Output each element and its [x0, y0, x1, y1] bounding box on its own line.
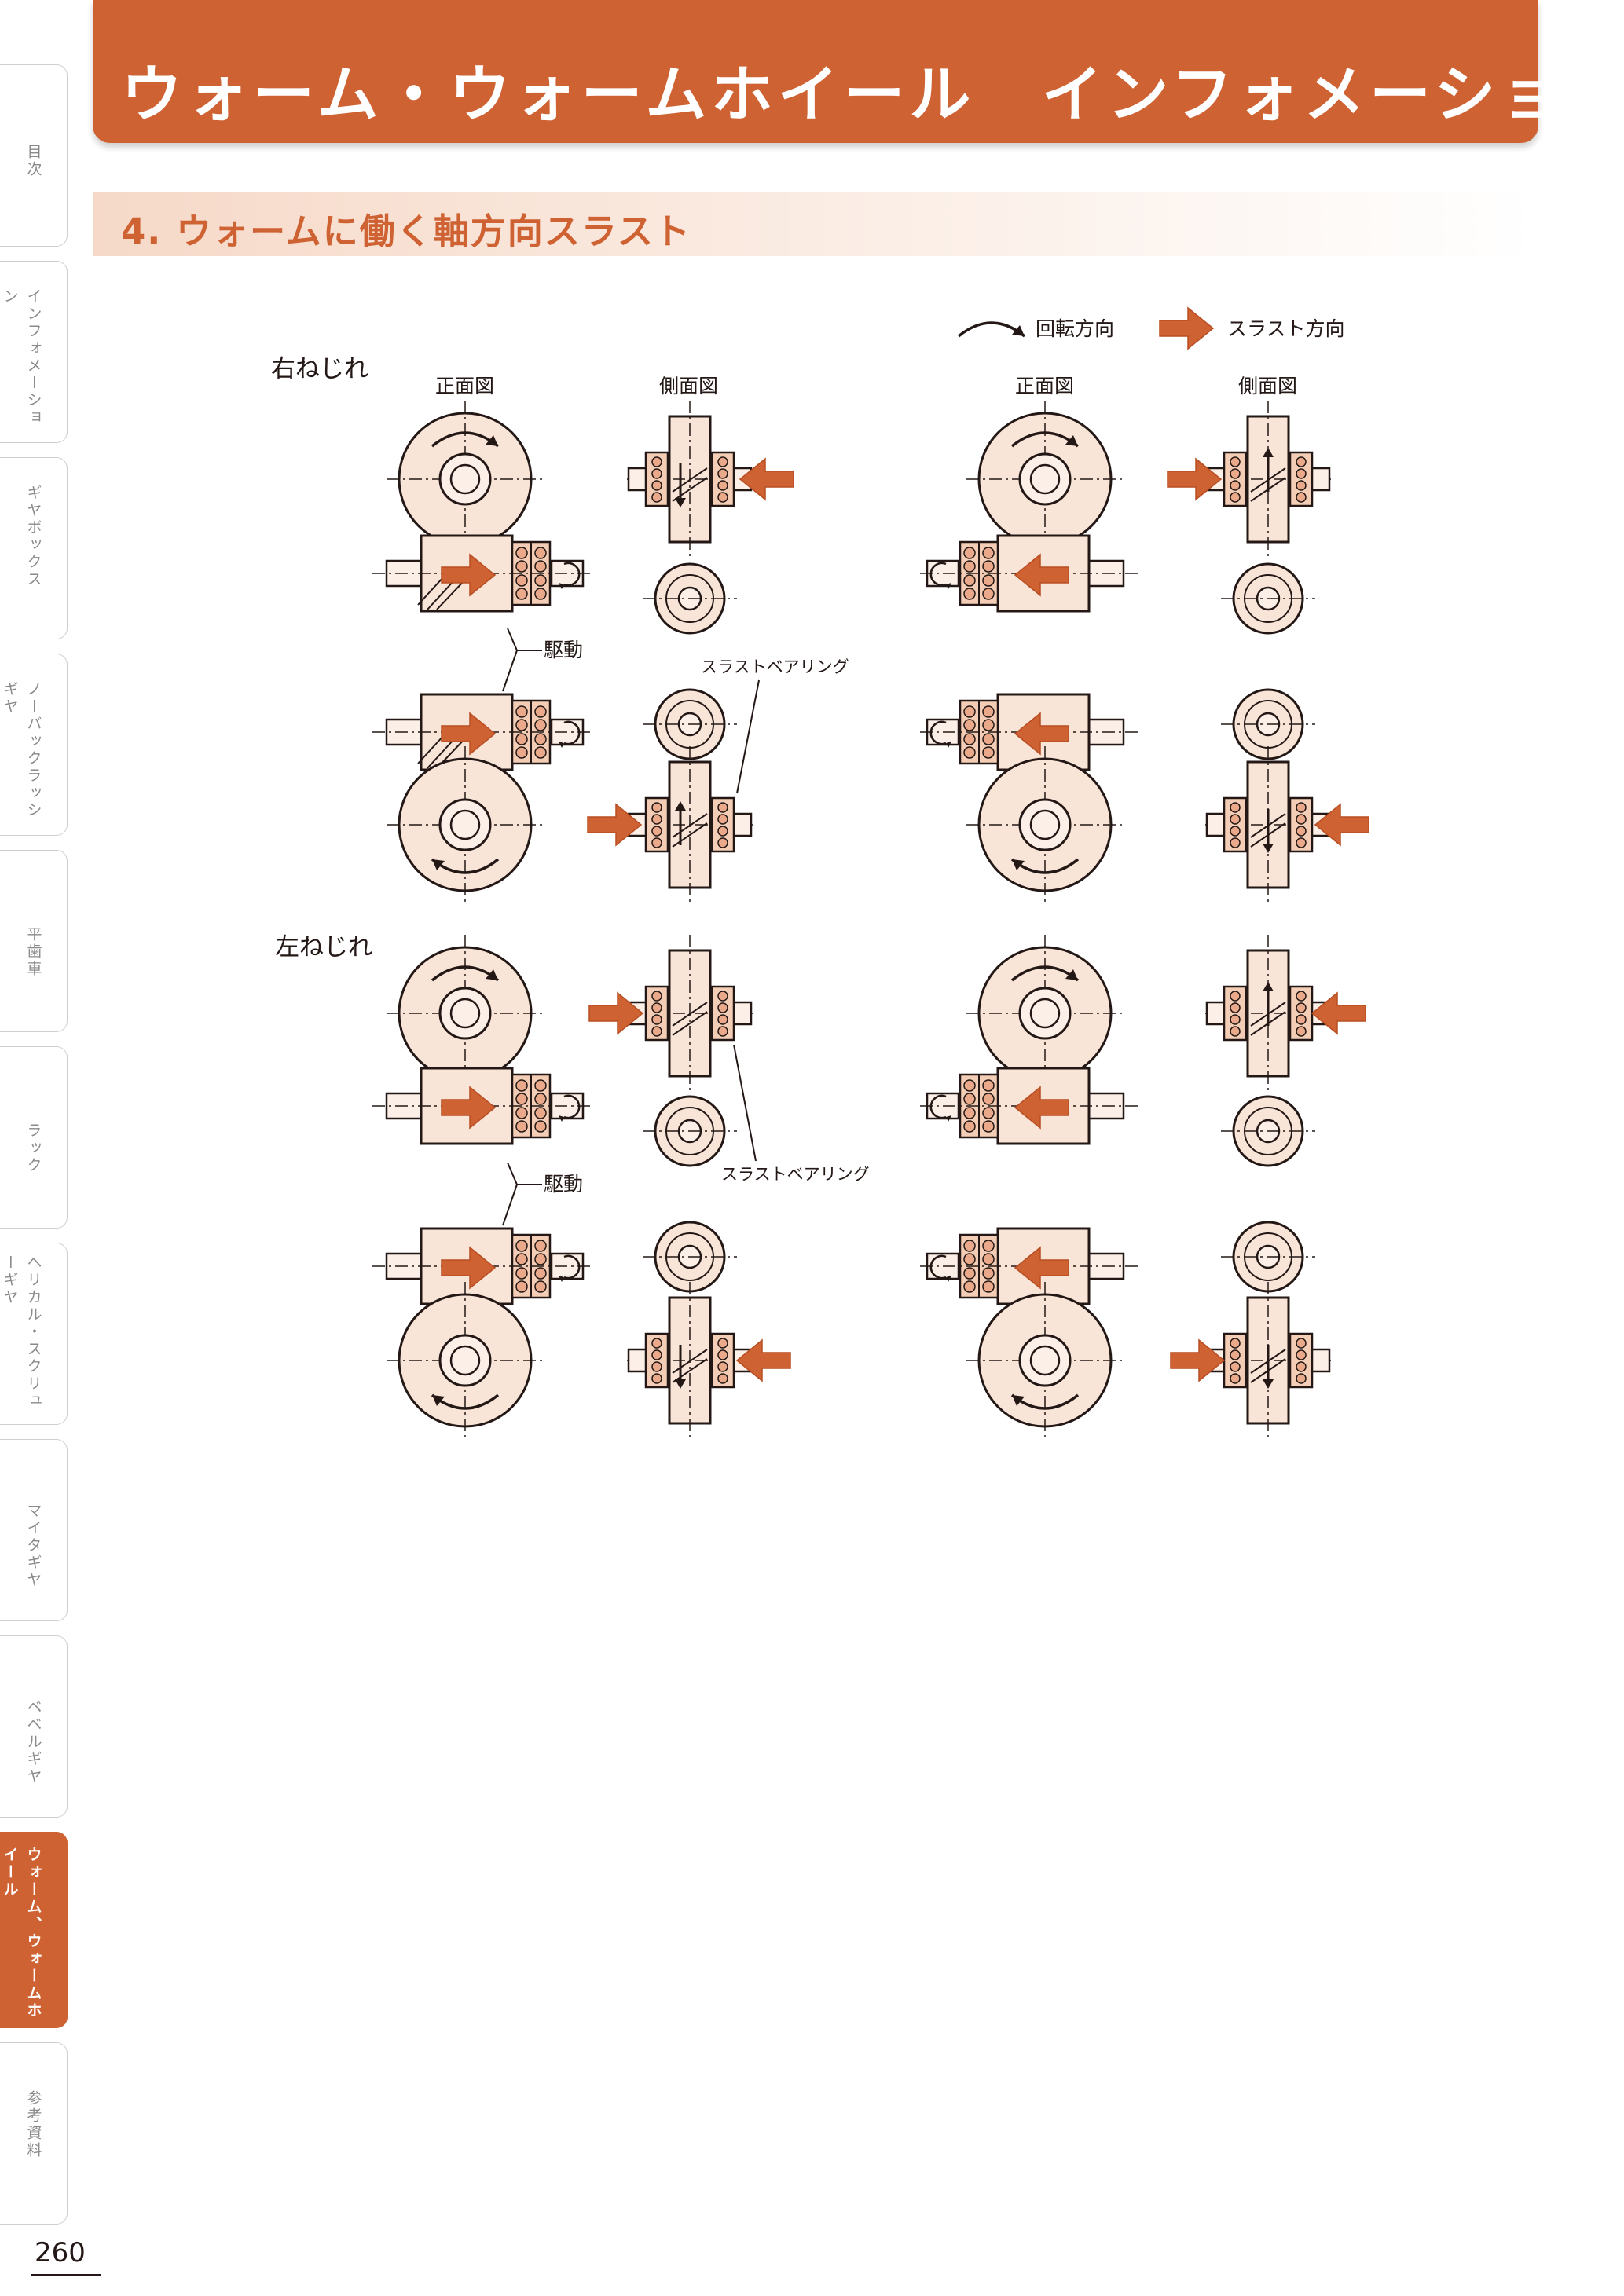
bearing-label: スラストベアリング — [721, 1165, 870, 1184]
side-tab-bevel[interactable]: ベベルギヤ — [0, 1635, 68, 1818]
side-tab-label: ギヤボックス — [24, 485, 42, 588]
section-title: 4. ウォームに働く軸方向スラスト — [121, 211, 691, 252]
front-view-right-2a — [371, 693, 592, 905]
group-label-left-hand: 左ねじれ — [275, 933, 372, 961]
side-view-right-1b — [1167, 399, 1333, 635]
side-tab-spur-gear[interactable]: 平歯車 — [0, 850, 68, 1032]
rotation-legend-label: 回転方向 — [1036, 317, 1114, 340]
side-tab-label: インフォメーション — [1, 288, 42, 427]
drive-label: 駆動 — [544, 1173, 583, 1196]
thrust-legend-label: スラスト方向 — [1227, 317, 1345, 340]
side-view-right-1a — [625, 399, 794, 635]
front-view-left-1a — [371, 933, 592, 1145]
section-heading: 4. ウォームに働く軸方向スラスト — [93, 192, 1538, 256]
page-header: ウォーム・ウォームホイール インフォメーション — [93, 0, 1624, 143]
front-view-right-1b — [918, 399, 1139, 613]
page-title: ウォーム・ウォームホイール インフォメーション — [121, 60, 1624, 130]
side-tab-reference[interactable]: 参考資料 — [0, 2042, 68, 2225]
side-tab-label: ウォーム、ウォームホイール — [1, 1847, 42, 2020]
side-tab-label: 目次 — [24, 144, 42, 178]
side-view-right-2b — [1204, 688, 1369, 905]
side-tab-label: ヘリカル・スクリューギヤ — [1, 1254, 42, 1410]
side-tab-gearbox[interactable]: ギヤボックス — [0, 457, 68, 639]
drive-leader — [507, 628, 542, 651]
thrust-legend-icon — [1159, 307, 1214, 350]
side-tab-miter[interactable]: マイタギヤ — [0, 1439, 68, 1621]
bearing-label: スラストベアリング — [701, 657, 849, 676]
side-tab-label: マイタギヤ — [24, 1503, 42, 1589]
view-label-front: 正面図 — [435, 375, 494, 397]
view-label-side: 側面図 — [659, 375, 718, 397]
front-view-right-2b — [918, 693, 1139, 905]
front-view-left-1b — [918, 933, 1139, 1145]
side-tab-label: ノーバックラッシギヤ — [1, 681, 42, 819]
drive-leader — [507, 1162, 542, 1185]
page-number: 260 — [35, 2237, 86, 2269]
side-view-left-1b — [1204, 933, 1366, 1167]
group-label-right-hand: 右ねじれ — [271, 355, 368, 383]
rotation-legend-icon — [957, 321, 1026, 338]
view-label-front: 正面図 — [1015, 375, 1074, 397]
side-tab-label: ラック — [24, 1122, 42, 1174]
front-view-left-2a — [371, 1227, 592, 1441]
side-view-left-2b — [1170, 1221, 1333, 1441]
side-tab-rack[interactable]: ラック — [0, 1046, 68, 1229]
side-tab-label: 参考資料 — [24, 2090, 42, 2159]
side-view-left-1a — [588, 933, 754, 1167]
drive-leader — [502, 1184, 518, 1226]
drive-label: 駆動 — [544, 639, 583, 661]
side-view-right-2a — [587, 688, 754, 905]
side-tab-information[interactable]: インフォメーション — [0, 261, 68, 443]
page-number-rule — [31, 2274, 101, 2276]
front-view-left-2b — [918, 1227, 1139, 1441]
side-tab-worm[interactable]: ウォーム、ウォームホイール — [0, 1832, 68, 2028]
bearing-leader — [736, 679, 760, 794]
side-tab-no-backlash[interactable]: ノーバックラッシギヤ — [0, 654, 68, 836]
side-tab-label: ベベルギヤ — [24, 1699, 42, 1785]
side-tab-index[interactable]: 目次 — [0, 64, 68, 247]
view-label-side: 側面図 — [1238, 375, 1297, 397]
side-tab-label: 平歯車 — [24, 926, 42, 978]
side-tab-helical[interactable]: ヘリカル・スクリューギヤ — [0, 1243, 68, 1425]
bearing-leader — [733, 1044, 757, 1162]
drive-leader — [502, 650, 518, 692]
legend: 回転方向 スラスト方向 — [957, 307, 1345, 350]
side-view-left-2a — [625, 1221, 791, 1441]
front-view-right-1a — [371, 399, 592, 613]
